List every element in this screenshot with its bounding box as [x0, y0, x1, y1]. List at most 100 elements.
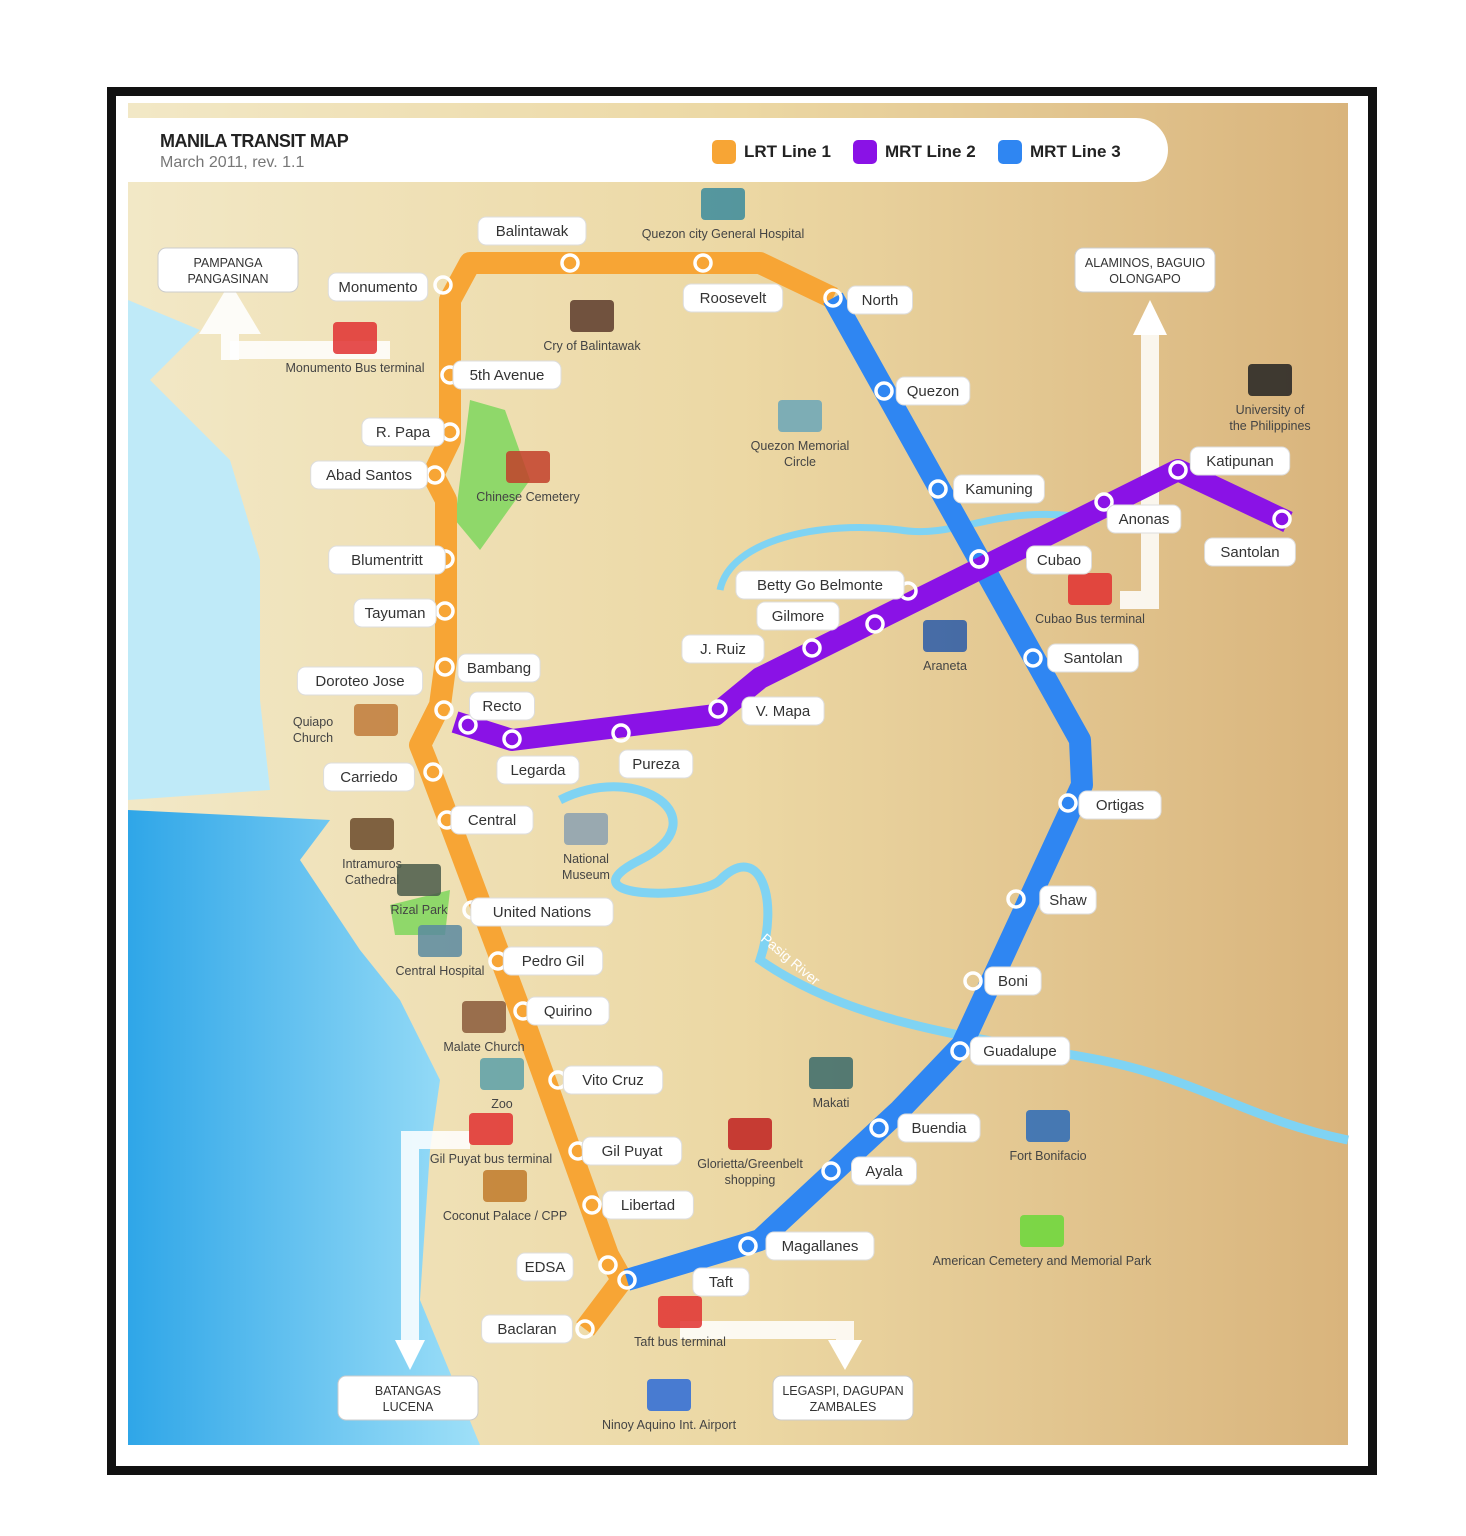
station-label[interactable]: Guadalupe	[969, 1036, 1071, 1066]
station-marker[interactable]	[821, 1161, 841, 1181]
station-marker[interactable]	[693, 253, 713, 273]
station-label[interactable]: Quirino	[526, 996, 610, 1026]
station-label[interactable]: R. Papa	[361, 417, 445, 447]
station-marker[interactable]	[434, 700, 454, 720]
station-label-box	[353, 598, 437, 628]
station-marker[interactable]	[433, 275, 453, 295]
station-name: R. Papa	[376, 424, 431, 441]
station-marker[interactable]	[969, 549, 989, 569]
station-label[interactable]: Quezon	[895, 376, 971, 406]
station-marker[interactable]	[560, 253, 580, 273]
station-marker[interactable]	[598, 1255, 618, 1275]
station-label[interactable]: Recto	[469, 691, 535, 721]
station-label[interactable]: Ayala	[851, 1156, 917, 1186]
station-label[interactable]: Gilmore	[756, 601, 840, 631]
station-label[interactable]: Buendia	[897, 1113, 981, 1143]
station-label[interactable]: Ortigas	[1078, 790, 1162, 820]
station-label[interactable]: North	[847, 285, 913, 315]
legend-swatch	[998, 140, 1022, 164]
arrow-north-icon	[199, 282, 261, 360]
station-marker[interactable]	[617, 1270, 637, 1290]
station-marker[interactable]	[1094, 492, 1114, 512]
station-label[interactable]: Kamuning	[953, 474, 1045, 504]
station-name: Shaw	[1049, 892, 1087, 909]
landmark: Gil Puyat bus terminal	[430, 1113, 552, 1166]
station-label[interactable]: Abad Santos	[310, 460, 428, 490]
station-label[interactable]: EDSA	[516, 1252, 574, 1282]
station-label-box	[470, 897, 614, 927]
landmark: Makati	[809, 1057, 853, 1110]
station-label[interactable]: Shaw	[1039, 885, 1097, 915]
station-marker[interactable]	[823, 288, 843, 308]
station-marker[interactable]	[802, 638, 822, 658]
station-label[interactable]: Roosevelt	[682, 283, 784, 313]
station-label[interactable]: 5th Avenue	[452, 360, 562, 390]
station-marker[interactable]	[582, 1195, 602, 1215]
landmark-icon	[1248, 364, 1292, 396]
station-marker[interactable]	[458, 715, 478, 735]
station-label[interactable]: Vito Cruz	[562, 1065, 664, 1095]
station-label[interactable]: Central	[450, 805, 534, 835]
station-label-box	[682, 283, 784, 313]
station-marker[interactable]	[435, 657, 455, 677]
station-marker[interactable]	[1006, 889, 1026, 909]
station-name: Carriedo	[340, 769, 398, 786]
destination-label: PANGASINAN	[187, 272, 268, 286]
station-marker[interactable]	[950, 1041, 970, 1061]
station-label[interactable]: Doroteo Jose	[296, 666, 424, 696]
station-name: Blumentritt	[351, 552, 424, 569]
station-label[interactable]: Anonas	[1106, 504, 1182, 534]
landmark: Rizal Park	[391, 864, 448, 917]
station-marker[interactable]	[928, 479, 948, 499]
station-marker[interactable]	[423, 762, 443, 782]
station-label[interactable]: Tayuman	[353, 598, 437, 628]
station-marker[interactable]	[502, 729, 522, 749]
station-label[interactable]: Magallanes	[765, 1231, 875, 1261]
station-label[interactable]: Carriedo	[323, 762, 415, 792]
station-marker[interactable]	[1272, 509, 1292, 529]
station-name: Vito Cruz	[582, 1072, 643, 1089]
station-label[interactable]: Gil Puyat	[581, 1136, 683, 1166]
manila-bay	[128, 810, 480, 1445]
landmark-label: Glorietta/Greenbelt	[697, 1157, 803, 1171]
station-label[interactable]: J. Ruiz	[681, 634, 765, 664]
station-marker[interactable]	[1058, 793, 1078, 813]
station-label[interactable]: V. Mapa	[741, 696, 825, 726]
station-marker[interactable]	[869, 1118, 889, 1138]
station-label[interactable]: Monumento	[327, 272, 429, 302]
station-label[interactable]: Blumentritt	[328, 545, 446, 575]
station-label[interactable]: Baclaran	[481, 1314, 573, 1344]
landmark-icon	[506, 451, 550, 483]
station-label[interactable]: Taft	[692, 1267, 750, 1297]
station-label[interactable]: Santolan	[1204, 537, 1296, 567]
station-label[interactable]: Pedro Gil	[502, 946, 604, 976]
station-label[interactable]: Bambang	[457, 653, 541, 683]
map-subtitle: March 2011, rev. 1.1	[160, 154, 305, 171]
station-label[interactable]: Santolan	[1047, 643, 1139, 673]
station-marker[interactable]	[1168, 460, 1188, 480]
station-marker[interactable]	[611, 723, 631, 743]
station-marker[interactable]	[963, 971, 983, 991]
station-label[interactable]: Libertad	[602, 1190, 694, 1220]
station-marker[interactable]	[874, 381, 894, 401]
station-marker[interactable]	[708, 699, 728, 719]
landmark-icon	[809, 1057, 853, 1089]
station-label[interactable]: Pureza	[618, 749, 694, 779]
station-label[interactable]: Legarda	[496, 755, 580, 785]
landmark: American Cemetery and Memorial Park	[933, 1215, 1152, 1268]
station-marker[interactable]	[435, 601, 455, 621]
destination-box-bg	[772, 1375, 914, 1421]
station-label[interactable]: Katipunan	[1189, 446, 1291, 476]
station-marker[interactable]	[1023, 648, 1043, 668]
station-label[interactable]: United Nations	[470, 897, 614, 927]
station-label[interactable]: Betty Go Belmonte	[735, 570, 905, 600]
station-label[interactable]: Balintawak	[477, 216, 587, 246]
station-label[interactable]: Cubao	[1026, 545, 1092, 575]
station-marker[interactable]	[738, 1236, 758, 1256]
station-label[interactable]: Boni	[984, 966, 1042, 996]
station-marker[interactable]	[865, 614, 885, 634]
landmark-label: Malate Church	[443, 1040, 524, 1054]
destination-label: PAMPANGA	[194, 256, 264, 270]
station-label-box	[327, 272, 429, 302]
station-marker[interactable]	[575, 1319, 595, 1339]
